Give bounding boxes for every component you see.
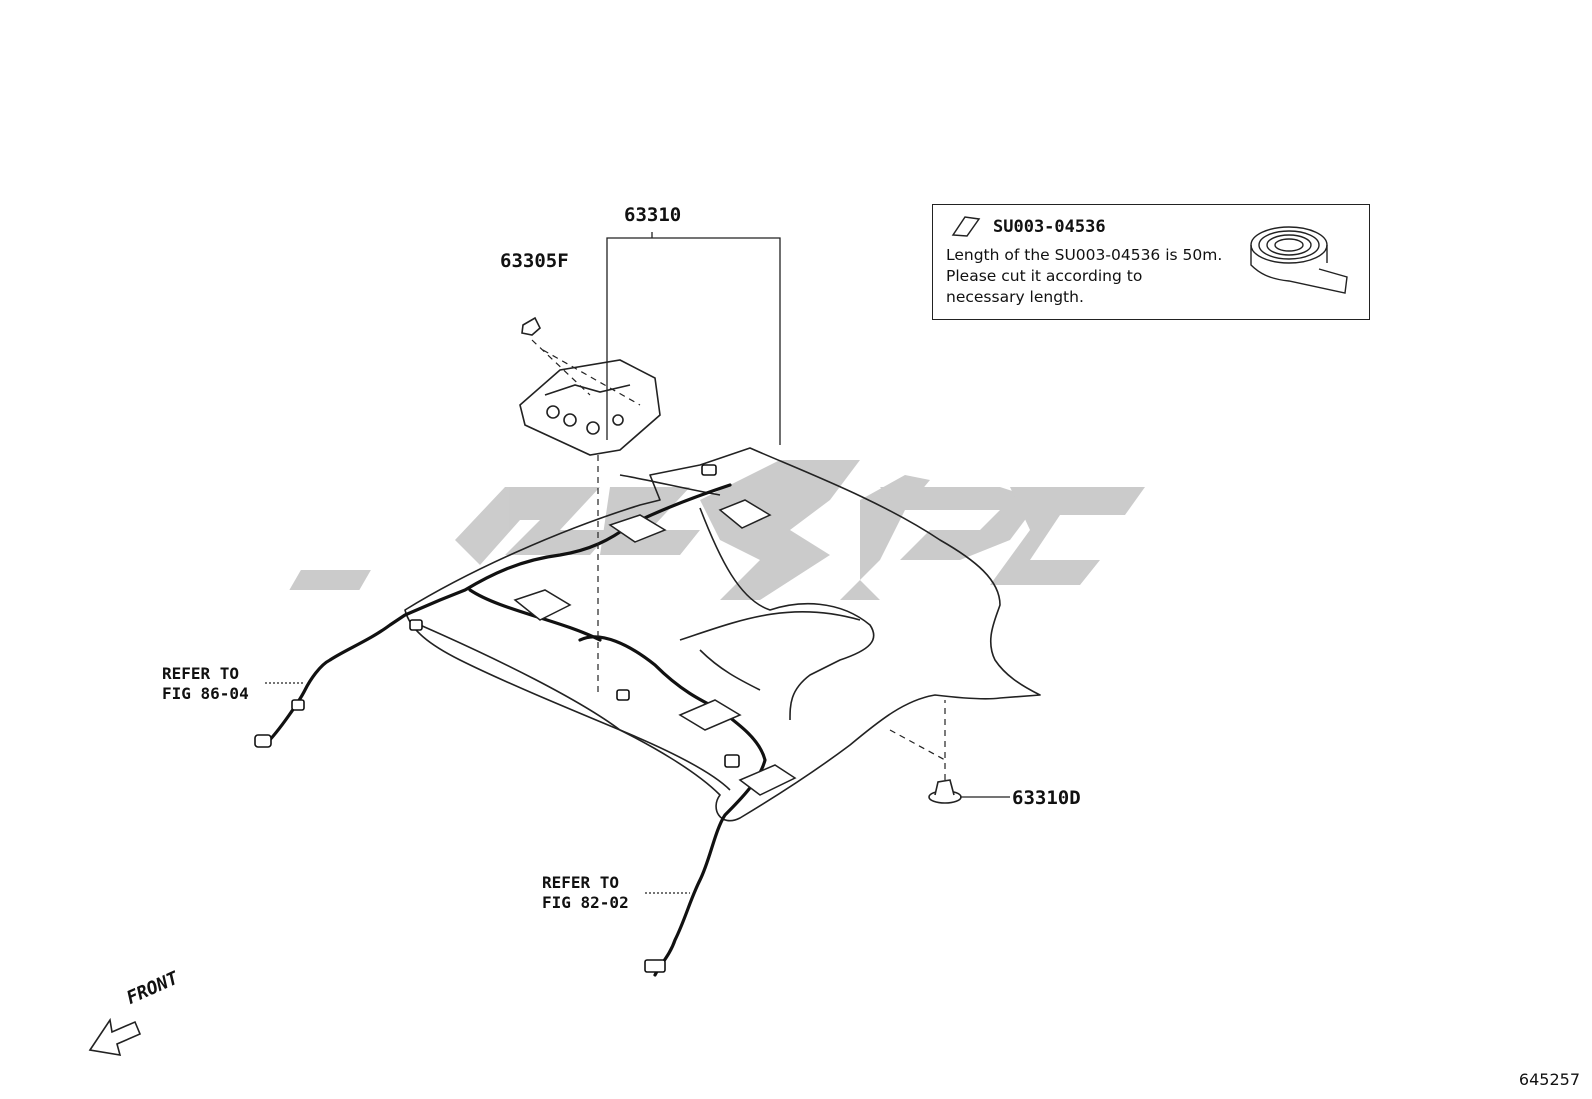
refer-left-line1: REFER TO xyxy=(162,664,240,683)
headliner-outline xyxy=(404,447,1041,822)
clip-63310D xyxy=(928,779,962,804)
note-code: SU003-04536 xyxy=(993,217,1106,237)
refer-bottom-line1: REFER TO xyxy=(542,873,620,892)
dashed-guides xyxy=(531,339,946,780)
note-line-3: necessary length. xyxy=(946,288,1084,306)
figure-id: 645257 xyxy=(1518,1070,1580,1089)
refer-bottom-line2: FIG 82-02 xyxy=(542,893,629,912)
note-line-1: Length of the SU003-04536 is 50m. xyxy=(946,246,1223,264)
part-label-63310: 63310 xyxy=(624,204,682,226)
connectors xyxy=(254,464,740,973)
diamond-icon xyxy=(951,216,981,237)
note-line-2: Please cut it according to xyxy=(946,267,1143,285)
wire-harness xyxy=(263,483,767,977)
tape-pads xyxy=(513,499,797,796)
note-box: SU003-04536 Length of the SU003-04536 is… xyxy=(932,204,1370,320)
leader-lines xyxy=(265,232,1010,894)
part-label-63305F: 63305F xyxy=(500,250,569,272)
clip-63305F xyxy=(521,316,541,336)
watermark-logo xyxy=(289,460,1145,600)
part-label-63310D: 63310D xyxy=(1012,787,1081,809)
refer-left: REFER TO FIG 86-04 xyxy=(162,664,249,704)
refer-left-line2: FIG 86-04 xyxy=(162,684,249,703)
tape-roll-icon xyxy=(1250,226,1348,294)
note-text: Length of the SU003-04536 is 50m. Please… xyxy=(946,245,1222,308)
refer-bottom: REFER TO FIG 82-02 xyxy=(542,873,629,913)
room-lamp-assembly xyxy=(519,359,661,456)
front-arrow-icon xyxy=(88,1017,142,1056)
